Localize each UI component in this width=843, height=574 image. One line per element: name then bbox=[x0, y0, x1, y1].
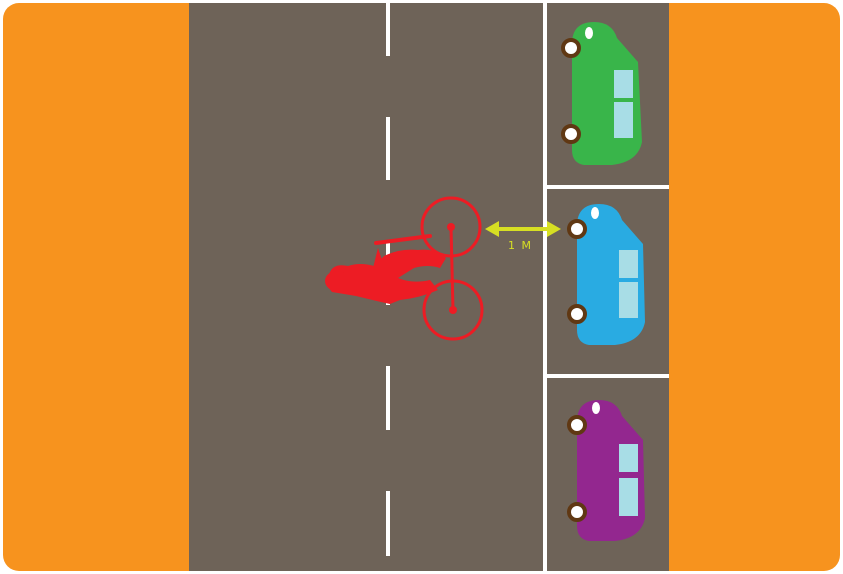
wheel bbox=[569, 221, 585, 237]
wheel bbox=[569, 417, 585, 433]
distance-label: 1 M bbox=[508, 239, 533, 252]
wheel bbox=[563, 40, 579, 56]
wheel bbox=[563, 126, 579, 142]
wheel bbox=[569, 306, 585, 322]
wheel bbox=[569, 504, 585, 520]
verge-right bbox=[669, 3, 840, 571]
verge-left bbox=[3, 3, 189, 571]
